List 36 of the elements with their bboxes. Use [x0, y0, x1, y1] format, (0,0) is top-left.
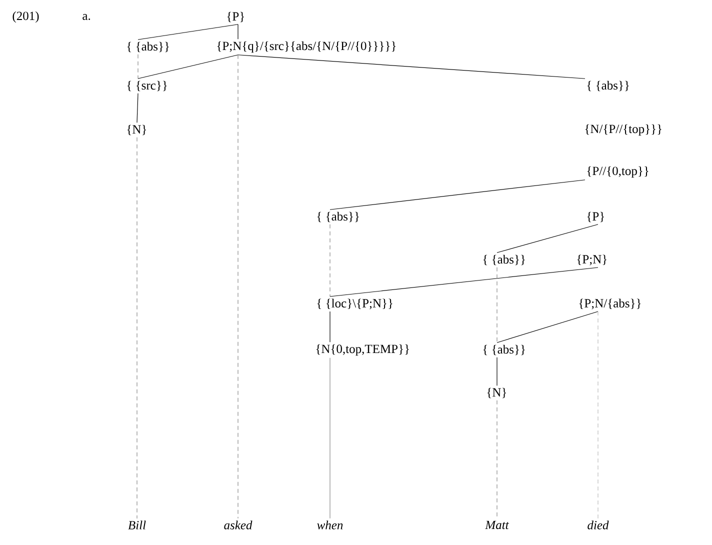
category-label: {N{0,top,TEMP}}	[316, 344, 409, 356]
category-label: {N/{P//{top}}}	[585, 124, 662, 136]
dependency-line	[496, 267, 498, 343]
example-number: (201)	[12, 11, 39, 23]
dependency-line	[136, 137, 138, 519]
dependency-line	[136, 93, 138, 123]
dependency-line	[496, 224, 598, 253]
category-label: { {src}}	[127, 80, 167, 92]
dependency-line	[138, 54, 238, 79]
dependency-line	[330, 180, 586, 210]
word-label: Bill	[128, 520, 146, 530]
category-label: {P//{0,top}}	[587, 166, 648, 178]
category-label: {P}	[227, 12, 244, 22]
category-label: { {abs}}	[483, 254, 525, 266]
category-label: {N}	[487, 388, 506, 398]
category-label: {P;N{q}/{src}{abs/{N/{P//{0}}}}}	[217, 41, 396, 53]
category-label: {P;N/{abs}}	[579, 298, 641, 310]
category-label: { {abs}}	[317, 212, 359, 222]
category-label: {P}	[587, 212, 604, 222]
category-label: { {abs}}	[587, 80, 629, 92]
word-label: died	[588, 520, 609, 530]
category-label: { {loc}\{P;N}}	[317, 298, 392, 310]
dependency-line	[496, 357, 498, 386]
category-label: {N}	[127, 124, 146, 136]
word-label: Matt	[485, 520, 510, 530]
dependency-line	[496, 311, 598, 343]
word-label: when	[317, 520, 343, 530]
dependency-line	[238, 54, 586, 79]
category-label: {P;N}	[577, 254, 607, 266]
dependency-line	[496, 400, 498, 519]
category-label: { {abs}}	[127, 42, 169, 52]
category-label: { {abs}}	[483, 344, 525, 356]
example-letter: a.	[82, 14, 90, 20]
dependency-line	[330, 267, 598, 297]
word-label: asked	[224, 520, 252, 530]
dependency-line	[138, 24, 238, 40]
